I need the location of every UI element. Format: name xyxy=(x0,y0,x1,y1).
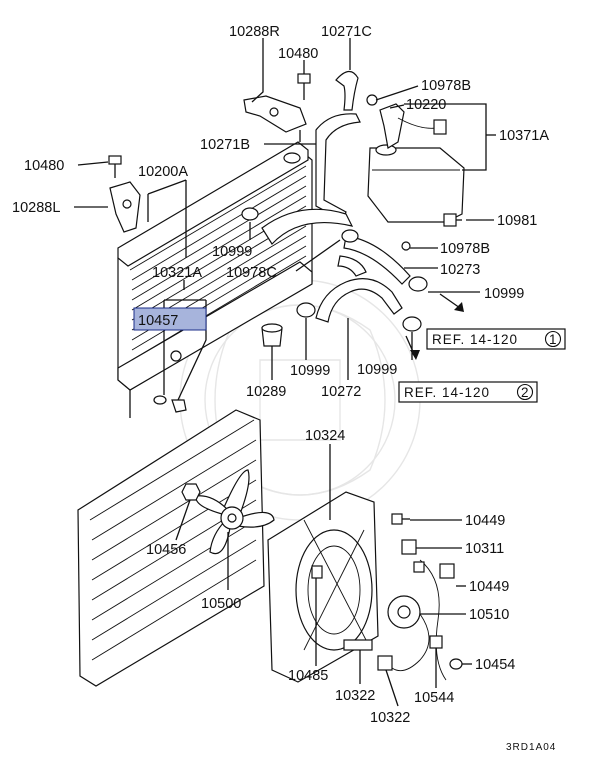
bolt-10480-left[interactable] xyxy=(108,155,122,178)
fan-10500[interactable] xyxy=(195,469,275,555)
label-10978B-top[interactable]: 10978B xyxy=(421,78,471,94)
part-labels: 10288R 10271C 10480 10978B 10220 10371A … xyxy=(12,24,549,726)
clamp-10978B-mid[interactable] xyxy=(401,241,411,251)
clamp-10999-b[interactable] xyxy=(408,276,428,292)
connector-10311[interactable] xyxy=(401,539,417,555)
clamp-10999-a[interactable] xyxy=(241,207,259,221)
label-10978B-mid[interactable]: 10978B xyxy=(440,241,490,257)
diagram-code: 3RD1A04 xyxy=(506,742,556,753)
bracket-10288R[interactable] xyxy=(243,95,307,133)
hose-10272[interactable] xyxy=(315,255,403,323)
label-10544[interactable]: 10544 xyxy=(414,690,454,706)
bolt-10485[interactable] xyxy=(311,565,323,579)
bolt-10981[interactable] xyxy=(443,213,462,227)
insulator-10289[interactable] xyxy=(261,323,283,347)
label-10324[interactable]: 10324 xyxy=(305,428,345,444)
selected-part-highlight xyxy=(133,307,207,331)
label-10978C[interactable]: 10978C xyxy=(226,265,277,281)
label-10322-b[interactable]: 10322 xyxy=(370,710,410,726)
label-10289[interactable]: 10289 xyxy=(246,384,286,400)
nut-10456[interactable] xyxy=(181,483,201,501)
label-10321A[interactable]: 10321A xyxy=(152,265,202,281)
clamp-10978C[interactable] xyxy=(341,229,359,243)
label-10271B[interactable]: 10271B xyxy=(200,137,250,153)
ref-box-2[interactable]: REF. 14-120 2 xyxy=(398,381,538,403)
ref-1-number: 1 xyxy=(549,332,558,347)
label-10272[interactable]: 10272 xyxy=(321,384,361,400)
label-10981[interactable]: 10981 xyxy=(497,213,537,229)
ref-1-text: REF. 14-120 xyxy=(432,332,518,347)
label-10480-top[interactable]: 10480 xyxy=(278,46,318,62)
hose-10271C[interactable] xyxy=(335,70,359,111)
label-10200A[interactable]: 10200A xyxy=(138,164,188,180)
harness xyxy=(391,559,447,681)
motor-10510[interactable] xyxy=(387,595,421,629)
hose-10273[interactable] xyxy=(343,235,411,285)
bracket-10288L[interactable] xyxy=(109,181,141,233)
label-10288L[interactable]: 10288L xyxy=(12,200,60,216)
clamp-10978B-top[interactable] xyxy=(366,94,378,106)
connector-right[interactable] xyxy=(439,563,455,579)
bolt-10480-top[interactable] xyxy=(297,73,311,100)
label-10271C[interactable]: 10271C xyxy=(321,24,372,40)
label-10485[interactable]: 10485 xyxy=(288,668,328,684)
label-10322-a[interactable]: 10322 xyxy=(335,688,375,704)
ref-2-text: REF. 14-120 xyxy=(404,385,490,400)
label-10510[interactable]: 10510 xyxy=(469,607,509,623)
clip-10454[interactable] xyxy=(449,658,463,670)
bolt-10449-b[interactable] xyxy=(413,561,425,573)
clamp-10999-c[interactable] xyxy=(296,302,316,318)
label-10454[interactable]: 10454 xyxy=(475,657,515,673)
label-10999-b[interactable]: 10999 xyxy=(484,286,524,302)
label-10999-a[interactable]: 10999 xyxy=(212,244,252,260)
label-10480-left[interactable]: 10480 xyxy=(24,158,64,174)
condenser-panel xyxy=(77,409,265,687)
label-10449-b[interactable]: 10449 xyxy=(469,579,509,595)
label-10500[interactable]: 10500 xyxy=(201,596,241,612)
label-10456[interactable]: 10456 xyxy=(146,542,186,558)
label-10449-a[interactable]: 10449 xyxy=(465,513,505,529)
label-10999-d[interactable]: 10999 xyxy=(357,362,397,378)
bolt-10449-a[interactable] xyxy=(391,513,410,525)
arrow-ref1-icon xyxy=(454,302,464,312)
label-10288R[interactable]: 10288R xyxy=(229,24,280,40)
shroud-10324[interactable] xyxy=(267,491,379,683)
ref-2-number: 2 xyxy=(521,385,530,400)
label-10311[interactable]: 10311 xyxy=(465,541,504,557)
clamp-10999-d[interactable] xyxy=(402,316,422,332)
label-10457[interactable]: 10457 xyxy=(138,313,178,329)
oring-10457[interactable] xyxy=(153,395,167,405)
arrow-ref2-icon xyxy=(410,350,420,360)
ref-box-1[interactable]: REF. 14-120 1 xyxy=(426,328,566,350)
label-10371A[interactable]: 10371A xyxy=(499,128,549,144)
drain-plug-10321A[interactable] xyxy=(171,399,187,413)
label-10999-c[interactable]: 10999 xyxy=(290,363,330,379)
connector-10544[interactable] xyxy=(429,635,443,649)
reserve-tank-10371A[interactable] xyxy=(367,103,465,223)
resistor-10322-b[interactable] xyxy=(377,655,393,671)
hose-10271B[interactable] xyxy=(315,113,361,221)
hose-upper-radiator[interactable] xyxy=(261,208,354,245)
label-10273[interactable]: 10273 xyxy=(440,262,480,278)
resistor-10322-a[interactable] xyxy=(343,639,373,651)
label-10220[interactable]: 10220 xyxy=(406,97,446,113)
